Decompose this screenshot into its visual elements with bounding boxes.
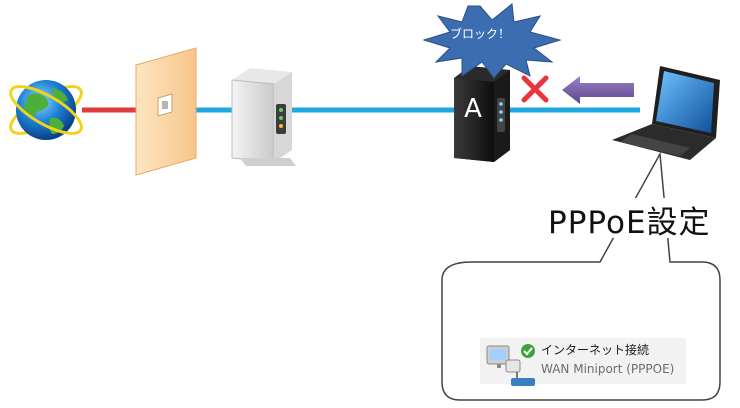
direction-arrow-icon	[562, 76, 634, 104]
connection-device: WAN Miniport (PPPOE)	[541, 362, 675, 376]
label-mask	[544, 198, 740, 238]
globe-icon	[9, 80, 83, 140]
check-icon	[521, 344, 535, 358]
block-callout-burst	[422, 3, 562, 79]
block-callout-text: ブロック！	[449, 27, 510, 41]
laptop-icon	[612, 66, 720, 160]
pppoe-setting-label: PPPoE設定	[548, 205, 711, 241]
modem-icon	[231, 68, 296, 166]
router-label: A	[464, 94, 482, 124]
wall-jack-icon	[135, 47, 197, 176]
router-icon	[454, 66, 510, 162]
network-connection-icon	[486, 345, 535, 386]
connection-name: インターネット接続	[541, 343, 650, 357]
block-x-icon	[521, 75, 549, 103]
